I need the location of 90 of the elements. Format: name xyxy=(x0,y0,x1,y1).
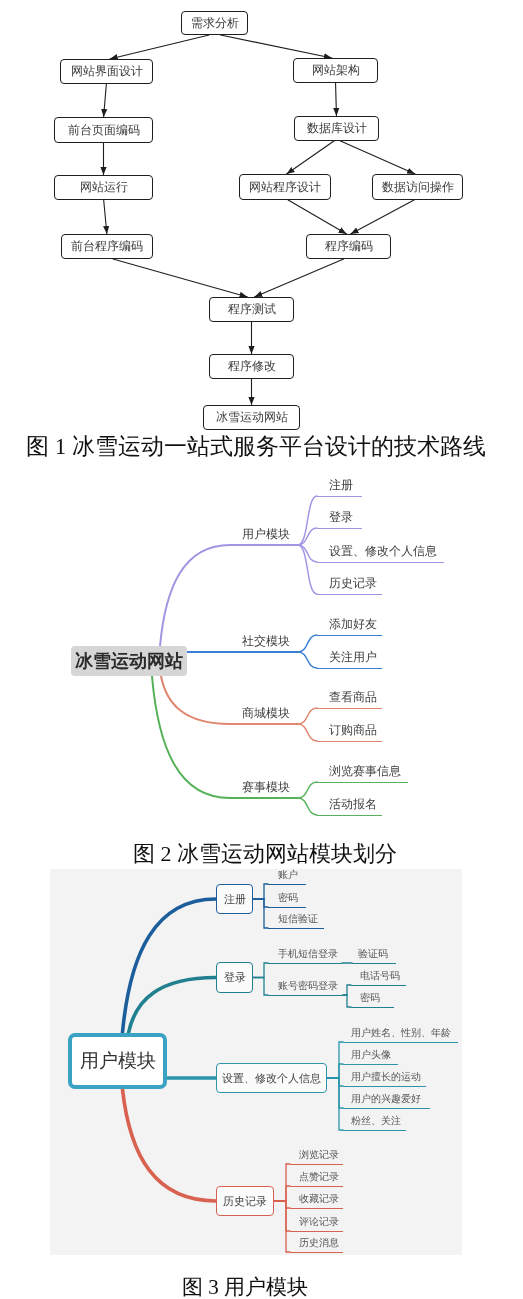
subtopic: 订购商品 xyxy=(317,723,382,742)
central-topic-box: 冰雪运动网站 xyxy=(71,646,187,676)
subtopic: 账户 xyxy=(268,869,306,885)
arrow xyxy=(286,140,335,175)
arrow xyxy=(340,140,416,175)
bracket-line xyxy=(252,898,269,929)
branch-line xyxy=(151,675,231,799)
branch-topic: 用户模块 xyxy=(230,527,298,546)
branch-line xyxy=(120,1087,218,1203)
branch-line xyxy=(297,707,318,725)
subtopic: 账号密码登录 xyxy=(268,980,343,996)
subtopic: 浏览记录 xyxy=(290,1149,343,1165)
subtopic: 收藏记录 xyxy=(290,1193,343,1209)
topic-box: 注册 xyxy=(216,884,253,914)
process-box: 冰雪运动网站 xyxy=(203,405,300,430)
process-box: 网站运行 xyxy=(54,175,153,200)
subtopic: 设置、修改个人信息 xyxy=(317,544,444,563)
branch-line xyxy=(160,675,231,725)
process-box: 网站架构 xyxy=(293,58,378,83)
branch-line xyxy=(297,797,318,816)
bracket-line xyxy=(342,994,352,1008)
subtopic: 密码 xyxy=(351,992,394,1008)
process-box: 前台程序编码 xyxy=(61,234,153,259)
subtopic: 密码 xyxy=(268,892,306,908)
subtopic: 注册 xyxy=(317,478,362,497)
arrow xyxy=(248,321,255,355)
subtopic: 活动报名 xyxy=(317,797,382,816)
branch-topic: 社交模块 xyxy=(230,634,298,653)
figure-caption: 图 2 冰雪运动网站模块划分 xyxy=(133,843,397,865)
subtopic: 用户擅长的运动 xyxy=(343,1071,426,1087)
subtopic: 手机短信登录 xyxy=(268,948,342,964)
subtopic: 关注用户 xyxy=(317,650,382,669)
subtopic: 用户头像 xyxy=(343,1049,398,1065)
bracket-line xyxy=(273,1200,291,1253)
bracket-line xyxy=(252,976,269,996)
arrow xyxy=(287,199,348,235)
branch-topic: 赛事模块 xyxy=(230,780,298,799)
subtopic: 验证码 xyxy=(352,948,396,964)
branch-line xyxy=(297,544,318,595)
subtopic: 浏览赛事信息 xyxy=(317,764,408,783)
subtopic: 点赞记录 xyxy=(290,1171,343,1187)
branch-line xyxy=(165,1076,218,1080)
process-box: 网站界面设计 xyxy=(60,59,153,84)
subtopic: 用户的兴趣爱好 xyxy=(343,1093,430,1109)
branch-topic: 商城模块 xyxy=(230,706,298,725)
branch-line xyxy=(297,527,318,546)
arrow xyxy=(253,258,345,298)
subtopic: 短信验证 xyxy=(268,913,324,929)
subtopic: 电话号码 xyxy=(351,970,406,986)
process-box: 网站程序设计 xyxy=(239,174,331,200)
arrow xyxy=(100,142,107,176)
arrow xyxy=(109,34,210,61)
subtopic: 用户姓名、性别、年龄 xyxy=(343,1027,458,1043)
subtopic: 查看商品 xyxy=(317,690,382,709)
branch-line xyxy=(297,723,318,742)
figure-caption: 图 3 用户模块 xyxy=(182,1277,308,1298)
process-box: 数据库设计 xyxy=(294,116,379,141)
process-box: 程序修改 xyxy=(209,354,294,379)
branch-line xyxy=(297,495,318,546)
arrow xyxy=(350,199,415,235)
arrow xyxy=(248,378,255,406)
bracket-line xyxy=(341,962,353,964)
branch-line xyxy=(297,634,318,653)
central-topic-box: 用户模块 xyxy=(68,1033,167,1089)
topic-box: 设置、修改个人信息 xyxy=(216,1063,327,1093)
arrow xyxy=(112,258,249,298)
topic-box: 历史记录 xyxy=(216,1186,274,1216)
figure-caption: 图 1 冰雪运动一站式服务平台设计的技术路线 xyxy=(26,435,486,458)
process-box: 前台页面编码 xyxy=(54,117,153,143)
subtopic: 登录 xyxy=(317,510,362,529)
bracket-line xyxy=(326,1077,344,1131)
branch-line xyxy=(297,781,318,799)
arrow xyxy=(101,83,108,118)
branch-line xyxy=(159,544,231,647)
branch-line xyxy=(120,897,218,1035)
branch-line xyxy=(297,651,318,669)
branch-line xyxy=(186,651,231,653)
process-box: 需求分析 xyxy=(181,11,248,35)
arrow xyxy=(333,82,340,117)
subtopic: 历史消息 xyxy=(290,1237,343,1253)
subtopic: 历史记录 xyxy=(317,576,382,595)
process-box: 程序编码 xyxy=(306,234,391,259)
topic-box: 登录 xyxy=(216,962,253,993)
process-box: 数据访问操作 xyxy=(372,174,463,200)
subtopic: 评论记录 xyxy=(290,1216,343,1232)
process-box: 程序测试 xyxy=(209,297,294,322)
arrow xyxy=(103,199,110,235)
branch-line xyxy=(126,975,218,1035)
subtopic: 添加好友 xyxy=(317,617,382,636)
subtopic: 粉丝、关注 xyxy=(343,1115,406,1131)
